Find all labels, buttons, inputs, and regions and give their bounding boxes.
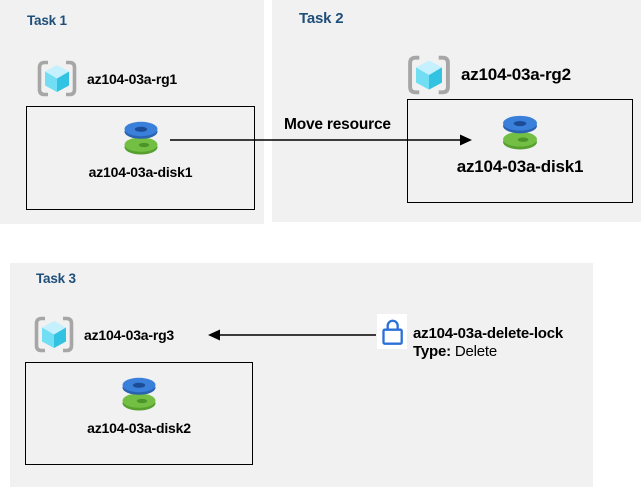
disk-icon [124,121,157,155]
task3-resource-group: az104-03a-rg3 [33,316,174,353]
task1-title: Task 1 [27,13,67,28]
lock-type-value: Delete [454,343,498,360]
delete-lock-name: az104-03a-delete-lock [413,325,564,342]
task2-title: Task 2 [299,10,344,27]
task3-panel: Task 3 az104-03a-rg3 az104-03a-disk2 [10,263,593,487]
task1-resource-group: az104-03a-rg1 [36,60,177,97]
disk-icon [122,377,156,411]
task3-resource-group-label: az104-03a-rg3 [84,326,175,343]
task1-panel: Task 1 az104-03a-rg1 az104-03a-disk1 [0,0,264,224]
task2-panel: Task 2 az104-03a-rg2 az104-03a-disk1 [272,0,641,222]
task1-disk-label: az104-03a-disk1 [88,164,193,180]
task3-resource-box: az104-03a-disk2 [25,362,253,465]
task2-resource-box: az104-03a-disk1 [407,99,633,203]
lock-badge [377,314,407,349]
arrow-right-icon [170,134,472,146]
arrow-left-icon [208,329,376,341]
task2-resource-group-label: az104-03a-rg2 [461,65,571,84]
resource-group-icon [408,55,450,95]
disk-icon [503,115,537,150]
resource-group-icon [34,316,74,353]
resource-group-icon [37,60,77,97]
task2-disk-label: az104-03a-disk1 [456,157,584,176]
delete-lock-type: Type: Delete [413,343,497,360]
task2-resource-group: az104-03a-rg2 [406,55,571,95]
lock-icon [381,319,403,345]
task3-title: Task 3 [36,271,76,286]
task1-resource-box: az104-03a-disk1 [26,106,255,210]
task1-resource-group-label: az104-03a-rg1 [87,70,178,87]
task3-disk-label: az104-03a-disk2 [87,420,191,436]
move-resource-label: Move resource [284,116,391,133]
lock-type-label: Type: [413,343,451,360]
